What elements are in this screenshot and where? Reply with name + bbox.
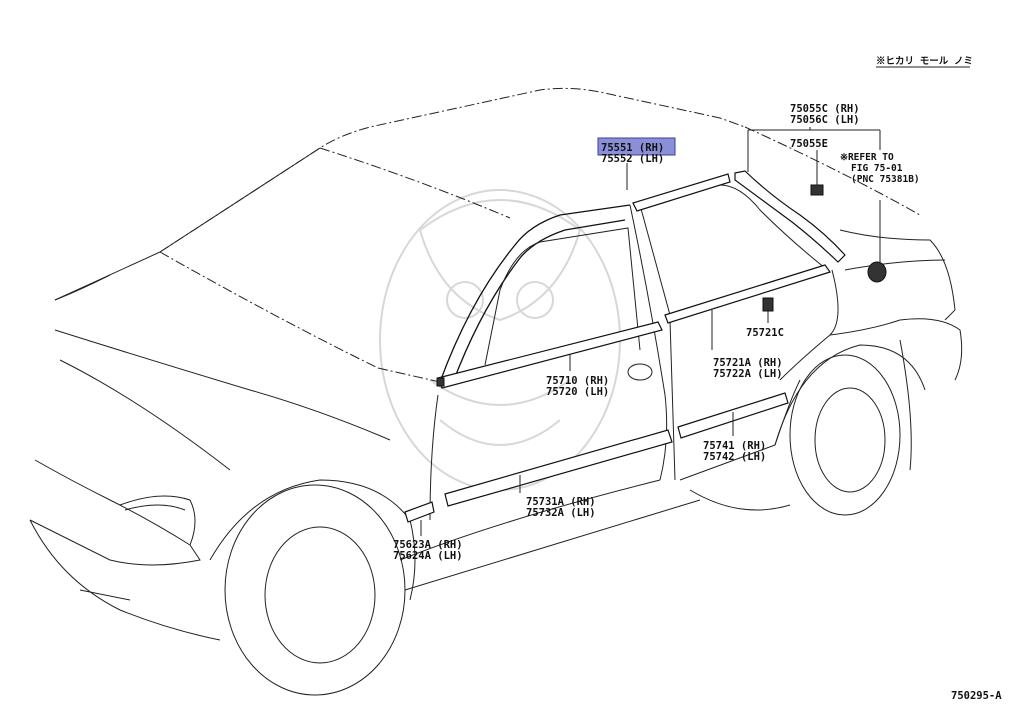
callout-75741-rh[interactable]: 75741 (RH)	[703, 440, 766, 452]
front-end-clip[interactable]	[436, 377, 445, 387]
callout-75055c-rh[interactable]: 75055C (RH)	[790, 103, 860, 115]
callout-75742-lh[interactable]: 75742 (LH)	[703, 451, 766, 463]
header-note: ※ヒカリ モール ノミ	[876, 56, 973, 67]
car-body-outline	[29, 87, 963, 696]
callout-75731a-rh[interactable]: 75731A (RH)	[526, 496, 596, 508]
window-frame-molding[interactable]	[632, 173, 731, 212]
front-door-body-molding[interactable]	[444, 429, 673, 507]
belt-molding-rear[interactable]	[664, 264, 831, 324]
molding-clip-75721c[interactable]	[762, 297, 774, 312]
callout-75710-rh[interactable]: 75710 (RH)	[546, 375, 609, 387]
highlight-box	[597, 137, 676, 156]
callout-75551-rh[interactable]: 75551 (RH)	[601, 142, 664, 154]
grommet-75381b[interactable]	[867, 261, 887, 283]
callout-75720-lh[interactable]: 75720 (LH)	[546, 386, 609, 398]
parts-group	[404, 170, 887, 523]
refer-note-line3: (PNC 75381B)	[851, 174, 920, 185]
callout-75552-lh[interactable]: 75552 (LH)	[601, 153, 664, 165]
callout-75721c[interactable]: 75721C	[746, 327, 784, 339]
fender-molding[interactable]	[404, 501, 435, 523]
rear-pillar-molding[interactable]	[734, 170, 846, 263]
callout-75624a-lh[interactable]: 75624A (LH)	[393, 550, 463, 562]
callout-75721a-rh[interactable]: 75721A (RH)	[713, 357, 783, 369]
refer-note-line1: ※REFER TO	[840, 152, 894, 163]
callout-75722a-lh[interactable]: 75722A (LH)	[713, 368, 783, 380]
refer-note-line2: FIG 75-01	[851, 163, 903, 174]
figure-id: 750295-A	[951, 690, 1002, 702]
callout-75055e[interactable]: 75055E	[790, 138, 828, 150]
callout-75056c-lh[interactable]: 75056C (LH)	[790, 114, 860, 126]
callout-75623a-rh[interactable]: 75623A (RH)	[393, 539, 463, 551]
leader-lines	[420, 127, 881, 536]
retainer-75055e[interactable]	[810, 184, 824, 196]
callout-75732a-lh[interactable]: 75732A (LH)	[526, 507, 596, 519]
